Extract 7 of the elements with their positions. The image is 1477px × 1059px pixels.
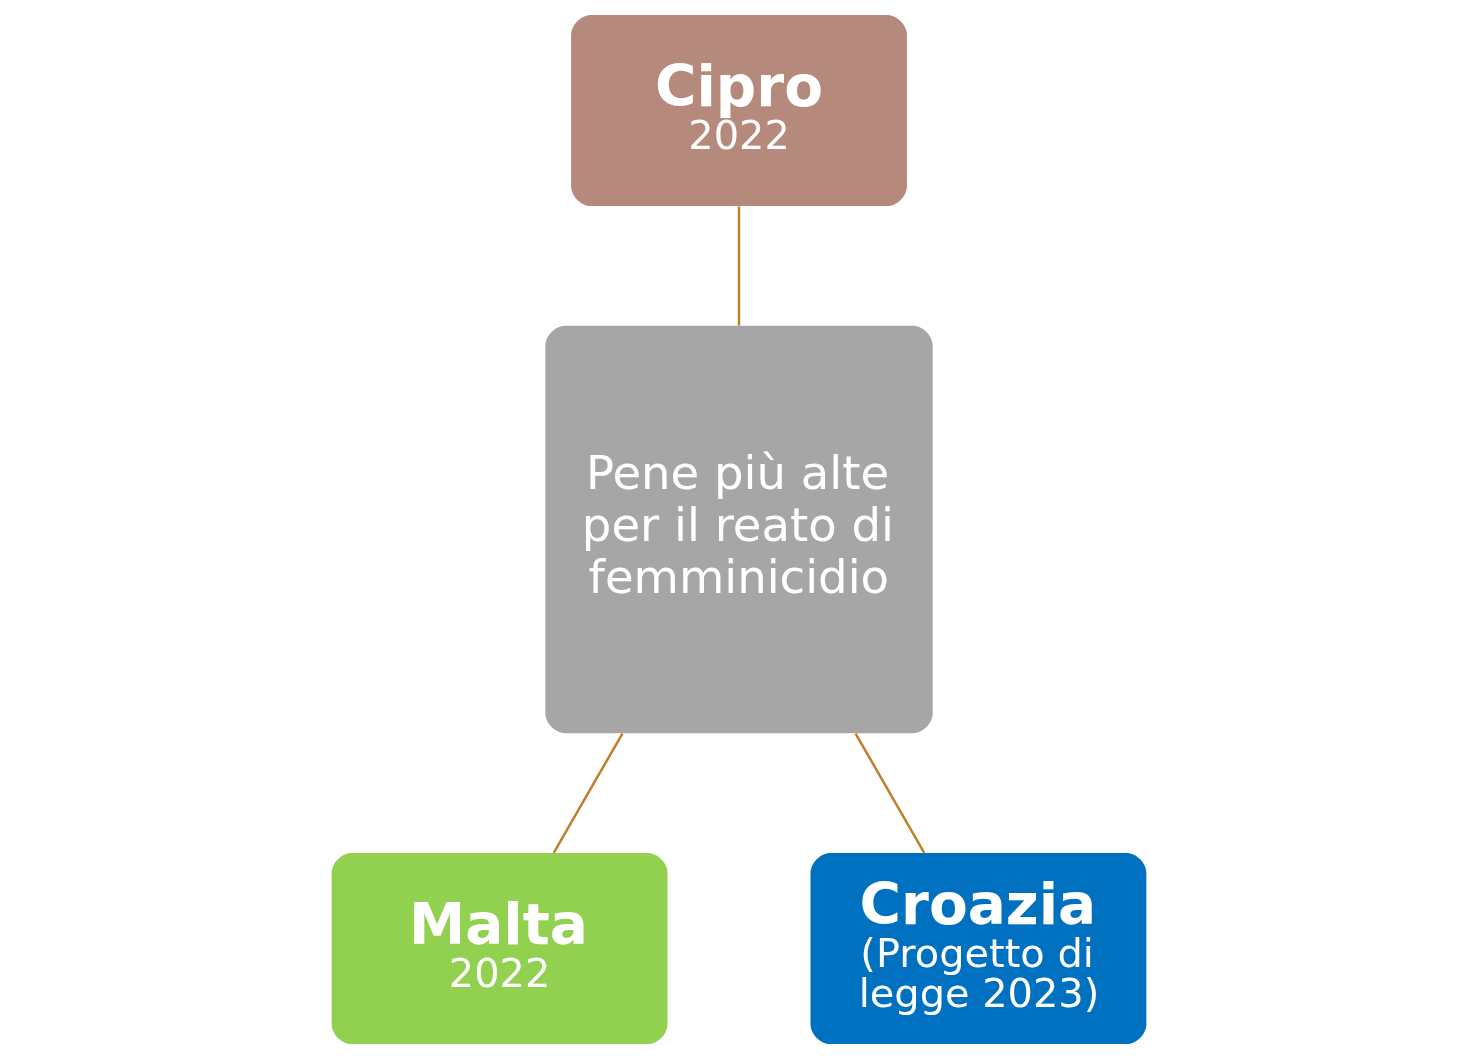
connector <box>737 206 740 326</box>
node-box: Croazia (Progetto di legge 2023) <box>810 852 1146 1045</box>
connector <box>552 732 624 854</box>
node-box: Pene più alte per il reato di femminicidio <box>544 325 933 734</box>
connector <box>853 732 925 854</box>
node-box: Malta 2022 <box>331 852 667 1045</box>
node-box: Cipro 2022 <box>570 14 907 207</box>
